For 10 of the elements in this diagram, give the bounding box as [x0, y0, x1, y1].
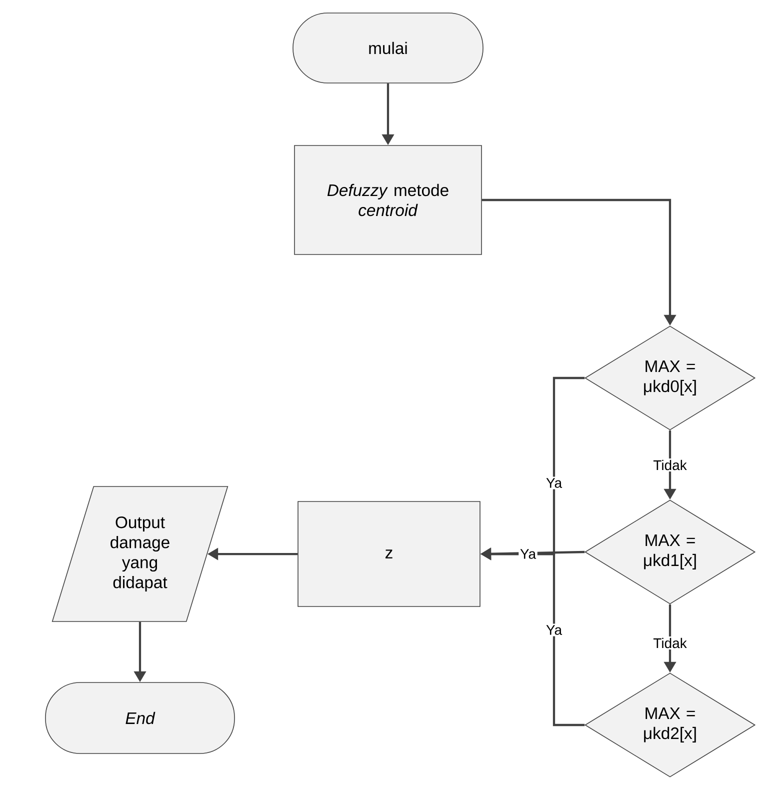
edge-label: Ya [544, 476, 564, 490]
edge-label: Ya [544, 624, 564, 636]
end-terminator: End [45, 682, 235, 754]
start-terminator: mulai [292, 12, 484, 84]
edge-label: Tidak [652, 636, 688, 650]
edge-label: Ya [518, 548, 538, 560]
process-box: z [298, 501, 480, 607]
output-parallelogram: Output damage yang didapat [52, 486, 228, 622]
process-box: Defuzzy metode centroid [294, 145, 482, 255]
edge-label: Tidak [652, 458, 688, 472]
